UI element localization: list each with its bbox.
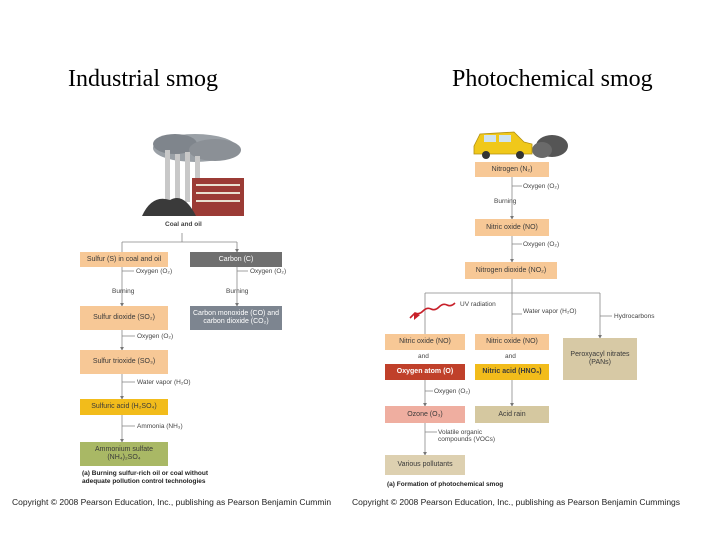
title-industrial-smog: Industrial smog: [68, 66, 218, 92]
label-oxygen-p2: Oxygen (O₂): [523, 241, 560, 248]
label-burning-2: Burning: [226, 288, 249, 295]
label-water-vapor: Water vapor (H₂O): [137, 379, 191, 386]
box-sulfur-dioxide: Sulfur dioxide (SO₂): [80, 306, 168, 330]
box-nitric-oxide-mid: Nitric oxide (NO): [475, 334, 549, 350]
uv-radiation-arrow: [409, 302, 456, 319]
label-uv-radiation: UV radiation: [460, 301, 496, 308]
box-nitrogen: Nitrogen (N₂): [475, 162, 549, 177]
label-water-vapor-p: Water vapor (H₂O): [523, 308, 577, 315]
power-plant-illustration: [142, 134, 244, 216]
copyright-right: Copyright © 2008 Pearson Education, Inc.…: [352, 497, 681, 507]
label-and-2: and: [505, 353, 516, 360]
box-ozone: Ozone (O₃): [385, 406, 465, 423]
car-exhaust-illustration: [473, 131, 568, 159]
box-carbon: Carbon (C): [190, 252, 282, 267]
box-sulfur-in-coal: Sulfur (S) in coal and oil: [80, 252, 168, 267]
box-nitric-acid: Nitric acid (HNO₃): [475, 364, 549, 380]
box-acid-rain: Acid rain: [475, 406, 549, 423]
label-burning-p: Burning: [494, 198, 517, 205]
box-ammonium-sulfate: Ammonium sulfate (NH₄)₂SO₄: [80, 442, 168, 466]
box-sulfuric-acid: Sulfuric acid (H₂SO₄): [80, 399, 168, 415]
label-oxygen-1: Oxygen (O₂): [136, 268, 173, 275]
caption-industrial: (a) Burning sulfur-rich oil or coal with…: [82, 470, 209, 485]
label-oxygen-3: Oxygen (O₂): [137, 333, 174, 340]
box-nitric-oxide-top: Nitric oxide (NO): [475, 219, 549, 236]
box-sulfur-trioxide: Sulfur trioxide (SO₃): [80, 350, 168, 374]
box-carbon-monoxide: Carbon monoxide (CO) and carbon dioxide …: [190, 306, 282, 330]
title-photochemical-smog: Photochemical smog: [452, 66, 653, 92]
label-voc: Volatile organic compounds (VOCs): [438, 429, 496, 443]
label-burning-1: Burning: [112, 288, 135, 295]
label-ammonia: Ammonia (NH₃): [137, 423, 183, 430]
label-and-1: and: [418, 353, 429, 360]
box-oxygen-atom: Oxygen atom (O): [385, 364, 465, 380]
coal-and-oil-label: Coal and oil: [165, 221, 202, 228]
box-nitric-oxide-left: Nitric oxide (NO): [385, 334, 465, 350]
label-oxygen-2: Oxygen (O₂): [250, 268, 287, 275]
box-various-pollutants: Various pollutants: [385, 455, 465, 475]
caption-photochemical: (a) Formation of photochemical smog: [387, 481, 504, 488]
label-hydrocarbons: Hydrocarbons: [614, 313, 655, 320]
label-oxygen-p3: Oxygen (O₂): [434, 388, 471, 395]
label-oxygen-p1: Oxygen (O₂): [523, 183, 560, 190]
box-peroxyacyl-nitrates: Peroxyacyl nitrates (PANs): [563, 338, 637, 380]
box-nitrogen-dioxide: Nitrogen dioxide (NO₂): [465, 262, 557, 279]
copyright-left: Copyright © 2008 Pearson Education, Inc.…: [12, 497, 332, 507]
